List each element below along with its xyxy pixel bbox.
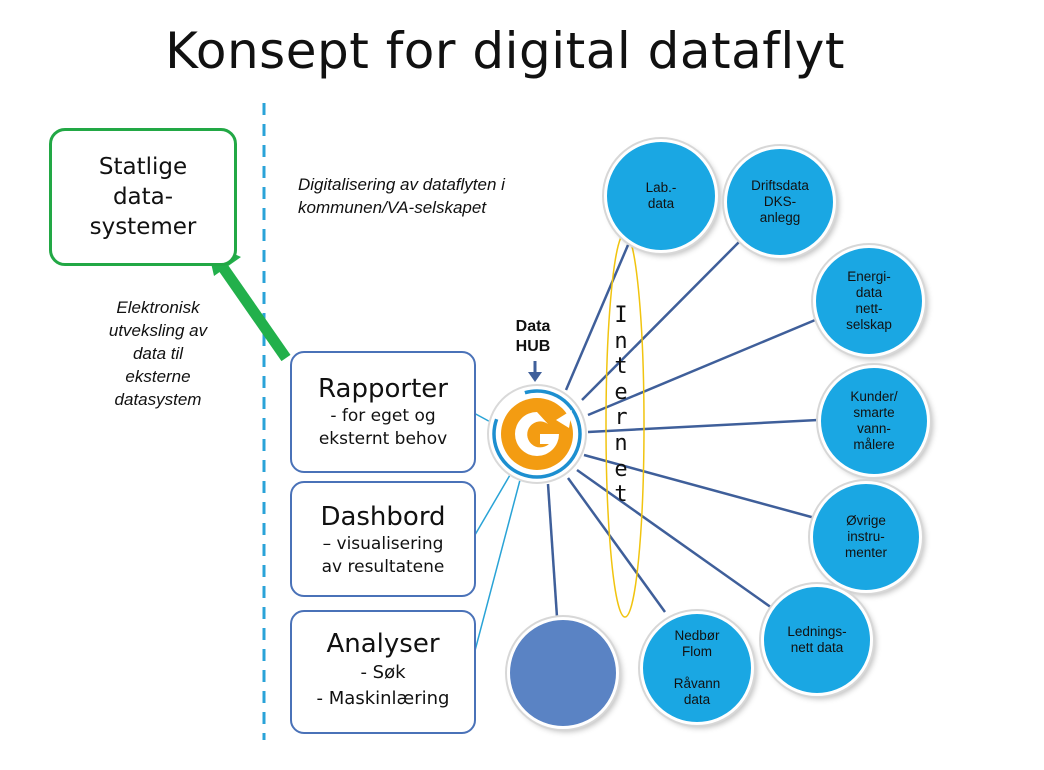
source-node-blank [507, 617, 619, 729]
external-exchange-note: Elektronisk utveksling av data til ekste… [108, 298, 208, 409]
output-subtitle: - for eget og eksternt behov [318, 406, 448, 449]
internet-label: I n t e r n e t [607, 303, 635, 508]
source-node-ovrige: Øvrige instru- menter [810, 481, 922, 593]
internet-letter: I [614, 303, 628, 328]
g-logo-icon [487, 384, 587, 484]
output-subtitle: - Søk - Maskinlæring [316, 662, 450, 709]
spoke-ledning [576, 468, 773, 610]
source-node-ledningsnett: Lednings- nett data [761, 584, 873, 696]
source-node-lab: Lab.- data [604, 139, 718, 253]
spoke-lab [564, 244, 630, 391]
source-node-kunder: Kunder/ smarte vann- målere [818, 365, 930, 477]
connector-analyser [471, 479, 521, 663]
output-heading: Analyser [326, 629, 440, 659]
internet-letter: r [614, 405, 628, 431]
data-hub-label: Data HUB [515, 318, 551, 355]
spoke-nedbor [566, 477, 667, 613]
spokes [546, 240, 821, 618]
export-arrow-shaft [217, 262, 291, 362]
source-node-energidata: Energi- data nett- selskap [813, 245, 925, 357]
internet-letter: n [614, 430, 628, 456]
output-subtitle: – visualisering av resultatene [321, 534, 445, 577]
internet-letter: n [614, 328, 628, 354]
output-box-dashbord: Dashbord – visualisering av resultatene [290, 481, 476, 597]
internal-digitalization-note: Digitalisering av dataflyten i kommunen/… [298, 175, 505, 217]
source-node-driftsdata: Driftsdata DKS- anlegg [724, 146, 836, 258]
external-systems-box: Statlige data- systemer [49, 128, 237, 266]
page-title: Konsept for digital dataflyt [165, 22, 845, 80]
output-box-rapporter: Rapporter - for eget og eksternt behov [290, 351, 476, 473]
output-box-analyser: Analyser - Søk - Maskinlæring [290, 610, 476, 734]
hub-arrow-head [528, 372, 542, 382]
spoke-drift [581, 240, 741, 401]
spoke-blank [546, 483, 559, 618]
internet-letter: e [614, 456, 628, 482]
spoke-energi [587, 316, 821, 417]
internet-letter: t [614, 482, 628, 508]
spoke-kunder [587, 418, 819, 434]
internet-letter: t [614, 354, 628, 380]
source-node-nedbor: Nedbør Flom Råvann data [640, 611, 754, 725]
output-heading: Rapporter [318, 374, 448, 404]
output-heading: Dashbord [320, 502, 446, 532]
internet-letter: e [614, 379, 628, 405]
spoke-ovrige [583, 453, 816, 520]
connector-dashbord [471, 474, 511, 541]
